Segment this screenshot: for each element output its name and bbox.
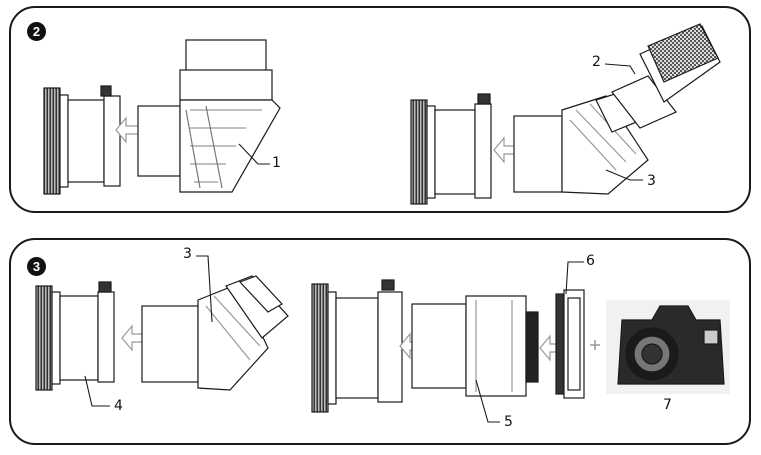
star-diagonal-bottom: [141, 275, 289, 391]
star-diagonal-top: [137, 39, 281, 193]
callout-leaders: [84, 63, 643, 423]
t-ring: [555, 289, 585, 399]
dslr-camera: [606, 300, 730, 394]
step-3-badge: 3: [27, 257, 46, 276]
callout-7: 7: [663, 397, 672, 413]
t-adapter: [411, 295, 539, 397]
callout-3-top: 3: [647, 173, 656, 189]
telescope-focuser-left-top: [43, 85, 121, 195]
plus-icon: [590, 340, 600, 350]
callout-5: 5: [504, 414, 513, 430]
eyepiece: [611, 23, 721, 129]
callout-4: 4: [114, 398, 123, 414]
callout-6: 6: [586, 253, 595, 269]
callout-2: 2: [592, 54, 601, 70]
telescope-focuser-left-bottom: [35, 281, 115, 391]
telescope-focuser-middle-bottom: [311, 279, 403, 413]
step-2-badge: 2: [27, 22, 46, 41]
callout-1: 1: [272, 155, 281, 171]
telescope-focuser-right-top: [410, 93, 492, 205]
callout-3-bottom: 3: [183, 246, 192, 262]
